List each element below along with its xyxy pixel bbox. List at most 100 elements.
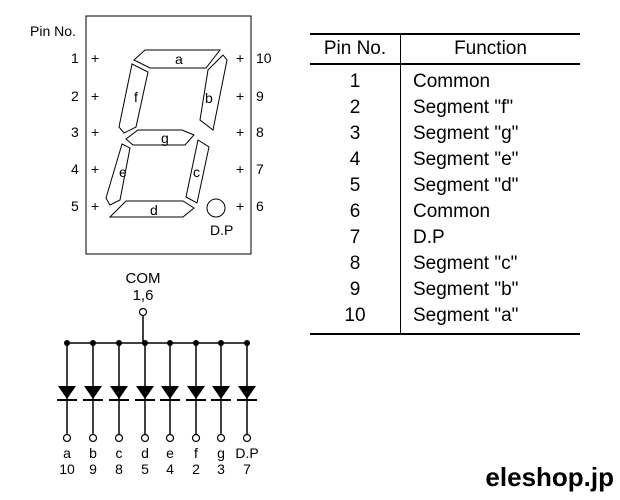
segment-e-shape	[105, 143, 131, 206]
segment-f-shape	[118, 63, 149, 134]
bus-junction-dot	[142, 340, 148, 346]
left-pin-plus: +	[91, 161, 99, 177]
pin-terminal	[114, 433, 124, 443]
diode-segment-label: b	[89, 445, 97, 461]
diode-pin-label: 5	[141, 461, 149, 477]
segment-a-label: a	[175, 51, 183, 67]
diode-segment-label: e	[166, 445, 174, 461]
left-pin-plus: +	[91, 198, 99, 214]
right-pin-number: 7	[256, 161, 264, 177]
segment-a-shape	[133, 49, 222, 69]
pin-no-label: Pin No.	[30, 23, 76, 39]
bus-junction-dot	[64, 340, 70, 346]
segment-d-shape	[108, 200, 195, 218]
diode-segment-label: d	[141, 445, 149, 461]
right-pin-plus: +	[236, 50, 244, 66]
diode-segment-label: g	[217, 445, 225, 461]
right-pin-plus: +	[236, 161, 244, 177]
left-pin-number: 5	[71, 198, 79, 214]
diode-pin-label: 8	[115, 461, 123, 477]
table-pin-cell: 4	[310, 147, 401, 173]
table-function-cell: Segment "g"	[413, 123, 519, 144]
diode-symbol	[187, 386, 205, 399]
diode-pin-label: 9	[89, 461, 97, 477]
diode-symbol	[238, 386, 256, 399]
pin-terminal	[165, 433, 175, 443]
diode-symbol	[136, 386, 154, 399]
table-function-cell: Segment "e"	[413, 149, 519, 170]
diode-segment-label: D.P	[235, 445, 258, 461]
table-function-cell: D.P	[413, 227, 445, 248]
diode-pin-label: 10	[59, 461, 75, 477]
table-pin-cell: 6	[310, 199, 401, 225]
diode-segment-label: f	[194, 445, 198, 461]
bus-junction-dot	[167, 340, 173, 346]
segment-d-label: d	[150, 202, 158, 218]
diode-symbol	[58, 386, 76, 399]
right-pin-number: 9	[256, 88, 264, 104]
left-pin-number: 3	[71, 124, 79, 140]
right-pin-number: 10	[256, 50, 272, 66]
brand-logo-text: eleshop.jp	[485, 462, 614, 492]
table-function-cell: Segment "d"	[413, 175, 519, 196]
segment-c-shape	[185, 139, 210, 204]
table-header-pin: Pin No.	[310, 33, 401, 65]
pin-terminal	[216, 433, 226, 443]
table-row: 8 Segment "c"	[310, 251, 580, 277]
left-pin-plus: +	[91, 88, 99, 104]
left-pin-number: 4	[71, 161, 79, 177]
pin-terminal	[62, 433, 72, 443]
table-function-cell: Segment "c"	[413, 253, 518, 274]
diode-symbol	[110, 386, 128, 399]
diode-symbol	[161, 386, 179, 399]
table-pin-cell: 9	[310, 277, 401, 303]
segment-c-label: c	[193, 164, 200, 180]
left-pin-plus: +	[91, 50, 99, 66]
diode-array	[57, 340, 257, 443]
segment-e-label: e	[119, 164, 127, 180]
table-pin-cell: 5	[310, 173, 401, 199]
diode-pin-label: 2	[192, 461, 200, 477]
decimal-point-shape	[206, 198, 226, 218]
right-pin-number: 8	[256, 124, 264, 140]
right-pin-plus: +	[236, 124, 244, 140]
display-package	[85, 15, 252, 255]
table-row: 6 Common	[310, 199, 580, 225]
bus-junction-dot	[193, 340, 199, 346]
table-pin-cell: 2	[310, 95, 401, 121]
com-label: COM	[126, 270, 161, 287]
table-function-cell: Segment "b"	[413, 279, 519, 300]
diode-pin-label: 4	[166, 461, 174, 477]
bus-junction-dot	[90, 340, 96, 346]
diode-pin-label: 3	[217, 461, 225, 477]
table-pin-cell: 3	[310, 121, 401, 147]
diode-symbol	[84, 386, 102, 399]
table-row: 4 Segment "e"	[310, 147, 580, 173]
diode-symbol	[212, 386, 230, 399]
pin-terminal	[242, 433, 252, 443]
table-pin-cell: 1	[310, 64, 401, 95]
table-row: 9 Segment "b"	[310, 277, 580, 303]
right-pin-plus: +	[236, 88, 244, 104]
left-pin-number: 1	[71, 50, 79, 66]
bus-junction-dot	[116, 340, 122, 346]
table-row: 1 Common	[310, 64, 580, 95]
table-function-cell: Common	[413, 201, 491, 222]
com-terminal	[138, 307, 148, 317]
table-row: 5 Segment "d"	[310, 173, 580, 199]
diode-segment-label: c	[116, 445, 123, 461]
bus-junction-dot	[244, 340, 250, 346]
table-pin-cell: 8	[310, 251, 401, 277]
bus-junction-dot	[218, 340, 224, 346]
right-pin-plus: +	[236, 198, 244, 214]
table-function-cell: Common	[413, 71, 491, 92]
table-function-cell: Segment "a"	[400, 303, 580, 335]
right-pin-number: 6	[256, 198, 264, 214]
table-pin-cell: 10	[310, 303, 401, 335]
com-pins-label: 1,6	[133, 287, 154, 304]
